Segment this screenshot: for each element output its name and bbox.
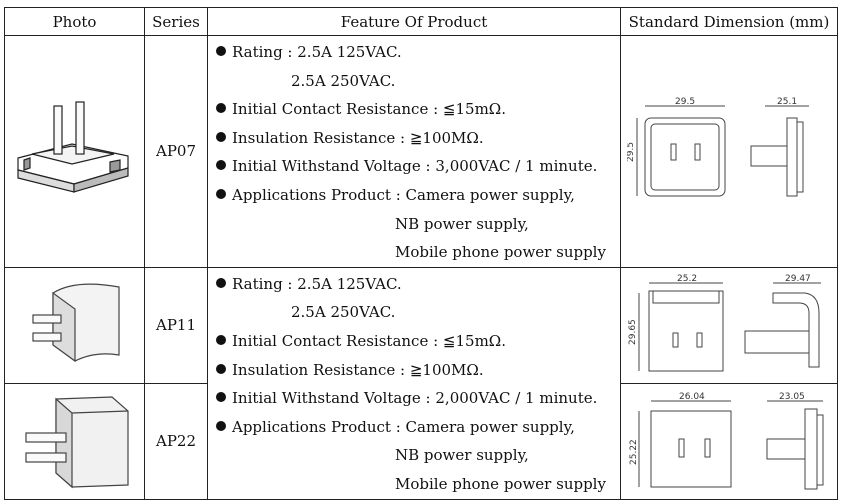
bullet-icon	[216, 103, 226, 114]
feature-app-line3: Mobile phone power supply	[395, 475, 606, 494]
feature-ap07: Rating : 2.5A 125VAC. 2.5A 250VAC. Initi…	[207, 35, 621, 268]
bullet-icon	[216, 420, 226, 431]
dim-ap07-width: 29.5	[675, 97, 695, 107]
dim-ap22-height: 25.22	[629, 439, 639, 465]
header-series: Series	[144, 7, 208, 36]
table-row-ap11: AP11 Rating : 2.5A 125VAC. 2.5A 250VAC. …	[4, 266, 838, 500]
drawing-ap22-icon: 26.04 23.05 25.22	[629, 392, 823, 490]
photo-ap22	[4, 382, 145, 500]
feature-contact: Initial Contact Resistance : ≦15mΩ.	[216, 95, 620, 124]
spec-table: Photo Series Feature Of Product Standard…	[4, 7, 838, 500]
dim-ap11-height: 29.65	[628, 319, 638, 345]
feature-rating-line2: 2.5A 250VAC.	[291, 303, 396, 322]
dimension-ap22: 26.04 23.05 25.22	[620, 382, 838, 500]
feature-applications: Applications Product : Camera power supp…	[216, 413, 620, 442]
table-row-ap22: AP22 26.04 23.05 25.22	[4, 382, 838, 500]
series-ap11: AP11	[144, 266, 208, 384]
dim-ap07-side: 25.1	[777, 97, 797, 107]
bullet-icon	[216, 46, 226, 56]
dim-ap11-side: 29.47	[785, 274, 811, 284]
feature-rating-line2: 2.5A 250VAC.	[291, 71, 396, 90]
feature-withstand: Initial Withstand Voltage : 3,000VAC / 1…	[216, 152, 620, 181]
header-photo: Photo	[4, 7, 145, 36]
photo-ap11	[4, 266, 145, 384]
header-row: Photo Series Feature Of Product Standard…	[4, 7, 838, 36]
header-feature: Feature Of Product	[207, 7, 621, 36]
bullet-icon	[216, 277, 226, 288]
feature-ap11-ap22: Rating : 2.5A 125VAC. 2.5A 250VAC. Initi…	[207, 266, 621, 500]
table-row-ap07: AP07 Rating : 2.5A 125VAC. 2.5A 250VAC. …	[4, 35, 838, 268]
plug-ap11-icon	[31, 283, 120, 363]
dim-ap22-side: 23.05	[779, 392, 805, 402]
drawing-ap11-icon: 25.2 29.47 29.65	[628, 274, 821, 372]
feature-app-line2: NB power supply,	[395, 214, 529, 233]
bullet-icon	[216, 392, 226, 403]
feature-applications: Applications Product : Camera power supp…	[216, 181, 620, 210]
bullet-icon	[216, 131, 226, 142]
dimension-ap11: 25.2 29.47 29.65	[620, 266, 838, 384]
dim-ap07-height: 29.5	[627, 142, 636, 162]
feature-rating: Rating : 2.5A 125VAC.	[216, 38, 620, 67]
dim-ap11-width: 25.2	[677, 274, 697, 284]
spec-sheet: Photo Series Feature Of Product Standard…	[4, 7, 838, 500]
series-ap07: AP07	[144, 35, 208, 268]
bullet-icon	[216, 363, 226, 374]
plug-ap07-icon	[16, 101, 129, 194]
header-dimension: Standard Dimension (mm)	[620, 7, 838, 36]
feature-rating: Rating : 2.5A 125VAC.	[216, 270, 620, 299]
photo-ap07	[4, 35, 145, 268]
series-ap22: AP22	[144, 382, 208, 500]
bullet-icon	[216, 335, 226, 346]
feature-withstand: Initial Withstand Voltage : 2,000VAC / 1…	[216, 384, 620, 413]
drawing-ap07-icon: 29.5 25.1 29.5	[627, 97, 809, 197]
feature-app-line2: NB power supply,	[395, 446, 529, 465]
dim-ap22-width: 26.04	[679, 392, 705, 402]
bullet-icon	[216, 160, 226, 171]
feature-contact: Initial Contact Resistance : ≦15mΩ.	[216, 327, 620, 356]
feature-insulation: Insulation Resistance : ≧100MΩ.	[216, 356, 620, 385]
feature-app-line3: Mobile phone power supply	[395, 243, 606, 262]
plug-ap22-icon	[25, 396, 129, 489]
dimension-ap07: 29.5 25.1 29.5	[620, 35, 838, 268]
bullet-icon	[216, 188, 226, 199]
feature-insulation: Insulation Resistance : ≧100MΩ.	[216, 124, 620, 153]
